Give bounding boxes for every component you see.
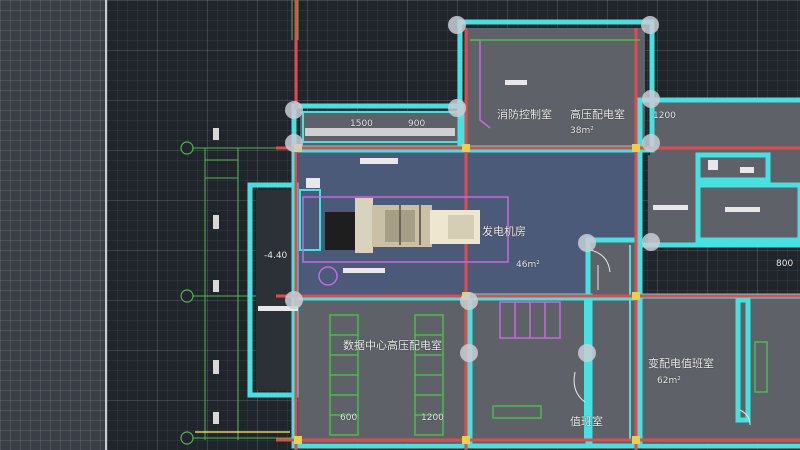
room-label-generator: 发电机房 — [482, 225, 526, 238]
dimension-tag-6: 1200 — [421, 413, 444, 423]
dimension-tag-2: 800 — [776, 259, 794, 269]
room-label-right: 变配电值班室 — [648, 357, 714, 370]
grid-axis-bubbles[interactable] — [180, 141, 194, 445]
level-tag: -4.40 — [264, 251, 288, 261]
area-tag-1: 46m² — [516, 260, 540, 270]
generator-set — [325, 198, 480, 253]
area-tag-2: 62m² — [657, 376, 681, 386]
dimension-tag-5: 600 — [340, 413, 358, 423]
inner-walls — [299, 111, 631, 440]
text-placeholders — [258, 80, 760, 311]
doors — [573, 249, 751, 426]
viewport-divider[interactable] — [105, 0, 107, 450]
selection-grips[interactable] — [285, 16, 660, 362]
dimension-tag-1: 1200 — [653, 111, 676, 121]
room-label-nearby: 高压配电室 — [570, 108, 625, 121]
room-label-data-center: 数据中心高压配电室 — [343, 339, 442, 352]
model-space-grid-left — [0, 0, 107, 450]
equipment-outlines — [302, 39, 561, 339]
dimension-tag-3: 1500 — [350, 119, 373, 129]
cable-trays — [329, 39, 768, 436]
dimension-ticks — [213, 128, 219, 424]
dimension-tag-4: 900 — [408, 119, 426, 129]
room-label-equipment: 消防控制室 — [497, 108, 552, 121]
red-axis-lines — [276, 0, 800, 450]
room-label-lower: 值班室 — [570, 415, 603, 428]
area-tag-3: 38m² — [570, 126, 594, 136]
